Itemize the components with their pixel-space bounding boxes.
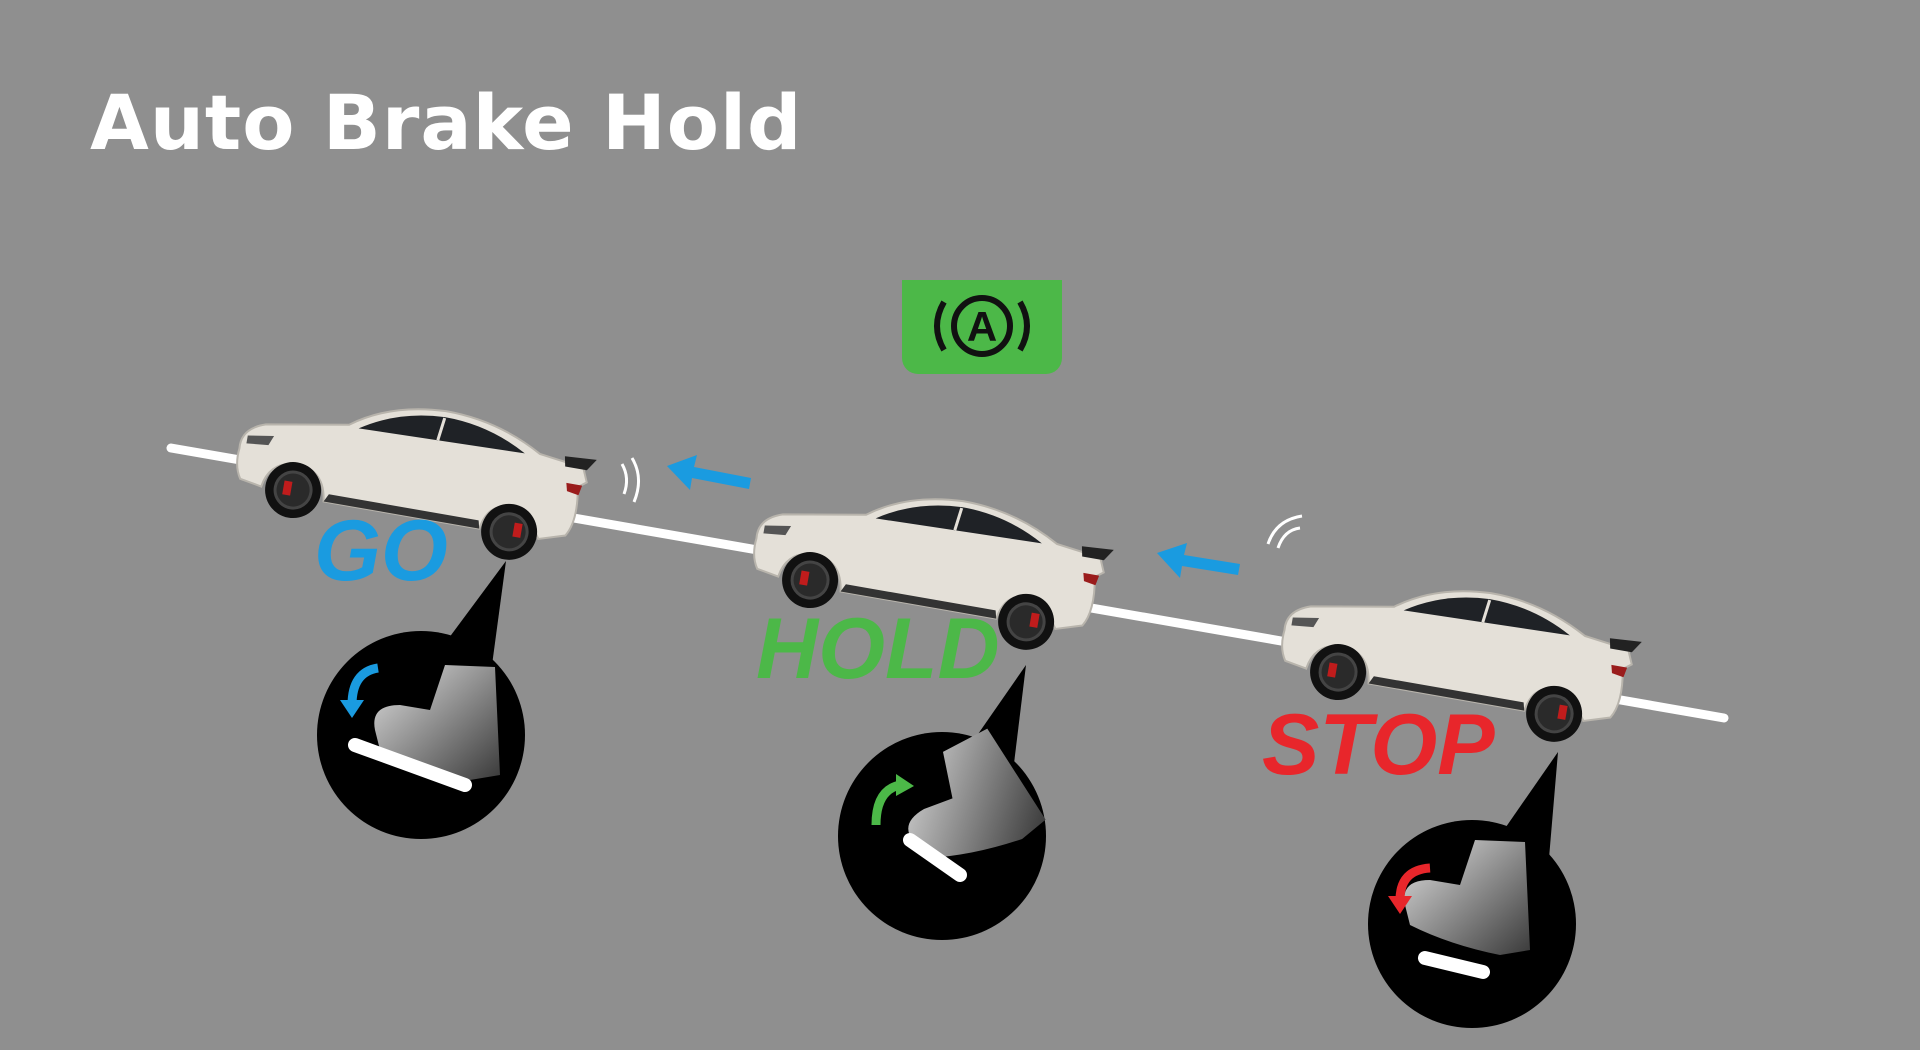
- auto-brake-hold-icon: A: [902, 280, 1062, 374]
- indicator-letter: A: [967, 303, 997, 350]
- page-title: Auto Brake Hold: [90, 78, 803, 167]
- sound-wave-icon: [620, 457, 1303, 549]
- state-label-go: GO: [314, 503, 448, 599]
- pedal-callout-hold: [838, 665, 1049, 940]
- state-label-hold: HOLD: [756, 601, 1000, 697]
- arrow-left-icon: [667, 455, 1240, 578]
- pedal-callout-stop: [1368, 752, 1576, 1028]
- state-label-stop: STOP: [1262, 697, 1495, 793]
- pedal-callout-go: [317, 561, 525, 839]
